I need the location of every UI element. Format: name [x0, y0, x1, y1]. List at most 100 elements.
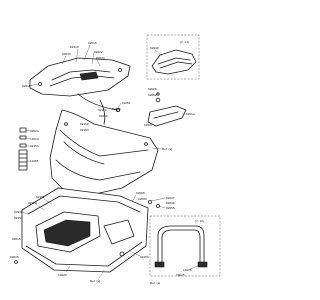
callout-92015c: 92015 [10, 255, 19, 259]
right-bracket-group: 92026 92062 92014 92037 [144, 87, 195, 127]
callout-92039: 92039 [166, 201, 175, 205]
callout-92033a: 92033 [96, 56, 105, 60]
hull-tunnel-ridge2 [55, 159, 141, 181]
callout-92014: 92014 [186, 112, 195, 116]
callout-92160: 92160 [80, 122, 89, 126]
callout-92022: 92022 [94, 50, 103, 54]
leader-14026 [65, 265, 71, 273]
callout-92062: 92062 [148, 93, 157, 97]
callout-92033b: 92033 [62, 52, 71, 56]
cable-clamp [116, 108, 121, 113]
right-bracket [147, 105, 187, 127]
callout-92037: 92037 [144, 123, 153, 127]
callout-92008: 92008 [136, 191, 145, 195]
right-bracket-nut [156, 92, 160, 96]
leader-92033a [95, 57, 101, 67]
callout-92026: 92026 [148, 87, 157, 91]
leader-92015 [83, 44, 91, 61]
bellows [18, 149, 28, 171]
dash-ref-bottom [97, 269, 105, 281]
callout-92024: 92024 [30, 129, 39, 133]
callout-92015: 92015 [88, 41, 97, 45]
cable-line [77, 93, 119, 111]
callout-14026: 14026 [58, 273, 67, 277]
bottom-left-parts: 92015 14026 92153 92015 Ref. (a) Ref. (a… [10, 237, 160, 285]
inset-seat-cover-part [151, 49, 197, 75]
spacer-lower [19, 143, 27, 148]
lower-deck-mat [43, 219, 91, 247]
callout-92153: 92153 [30, 144, 39, 148]
inset-seat-cover-rib [157, 57, 191, 65]
left-column-parts: 92024 14013 92153 11065 [18, 127, 39, 171]
callout-92210: 92210 [70, 45, 79, 49]
hull-tunnel-cover [49, 109, 159, 197]
leader-11053 [117, 102, 122, 109]
inset-leader [154, 49, 163, 57]
leader-14013 [25, 137, 31, 140]
leader-92024 [25, 129, 31, 132]
hull-tunnel-inner [63, 141, 105, 165]
callout-92153c: 92153 [140, 255, 149, 259]
leader-92015b [28, 83, 39, 87]
cable-group: 11053 92150 92170 92210 [77, 93, 131, 125]
inset-seat-cover: (2, 14) 92049 [146, 34, 200, 80]
callout-92153b: 92153 [14, 216, 23, 220]
leader-92033b [61, 55, 67, 65]
hull-bolt-b [144, 142, 148, 146]
callout-92015d: 92015 [12, 237, 21, 241]
leader-92055 [158, 205, 166, 209]
lower-deck-hatch [103, 219, 135, 245]
leader-92022 [91, 51, 95, 65]
callout-92210b: 92210 [99, 114, 108, 118]
lower-deck-rim [27, 195, 141, 215]
hull-bolt-a [64, 122, 68, 126]
handle-bolt-a [148, 200, 152, 204]
inset-seat-cover-rib2 [159, 61, 193, 69]
rear-upper-cover-vent [79, 71, 99, 81]
leader-92153c [131, 251, 141, 257]
leader-92150b [35, 203, 45, 211]
rear-upper-cover-grille [51, 69, 111, 81]
callout-14013: 14013 [30, 137, 39, 141]
callout-39025: 39025 [176, 273, 185, 277]
inset-callout: 92049 [150, 46, 159, 50]
handle-bolts-group: 92037 92039 92055 [148, 196, 175, 210]
callout-11065: 11065 [30, 159, 39, 163]
ref-a-bottom-right: Ref. (a) [150, 281, 160, 285]
hull-cover-group: 92160 92163 Ref. (a) [49, 109, 172, 197]
inset-label-top: (2, 14) [180, 40, 189, 44]
grab-handle-rail [157, 225, 205, 263]
ref-a-middle: Ref. (a) [162, 147, 172, 151]
callout-92055: 92055 [166, 206, 175, 210]
ref-a-bottom: Ref. (a) [90, 279, 100, 283]
lower-deck-group: 92161 92150 92200 92153 92008 92033 [14, 187, 149, 273]
callout-92161: 92161 [36, 195, 45, 199]
grab-handle-rail-inner [161, 229, 201, 263]
cable-line2 [99, 99, 106, 125]
right-bracket-bolt [155, 97, 161, 103]
spacer-top [19, 127, 27, 133]
spacer-mid [19, 135, 27, 140]
callout-92037b: 92037 [166, 196, 175, 200]
leader-92008 [131, 194, 137, 203]
inset-border-top [146, 34, 200, 80]
bottom-bolt-a [14, 260, 18, 264]
right-bracket-edge [153, 111, 179, 119]
callout-92200: 92200 [14, 210, 23, 214]
leader-14078 [189, 264, 201, 270]
leader-92037b [150, 197, 166, 202]
hull-tunnel-ridge [59, 129, 149, 157]
grab-handle-foot-left [154, 261, 165, 268]
grab-handle-foot-right [197, 261, 208, 268]
leader-92210 [75, 48, 79, 63]
callout-14078: 14078 [183, 268, 192, 272]
upper-cover-bolt-b [118, 68, 122, 72]
callout-92015b: 92015 [22, 84, 31, 88]
leader-92200 [21, 211, 29, 215]
callout-92163: 92163 [80, 128, 89, 132]
exploded-parts-diagram: (2, 14) 92049 92015 92210 92022 92033 92… [10, 34, 221, 285]
leader-92161 [43, 198, 53, 205]
inset-label-bottom: (7, 12) [195, 219, 204, 223]
callout-92150: 92150 [112, 107, 121, 111]
leader-ref-a-middle [151, 147, 162, 150]
